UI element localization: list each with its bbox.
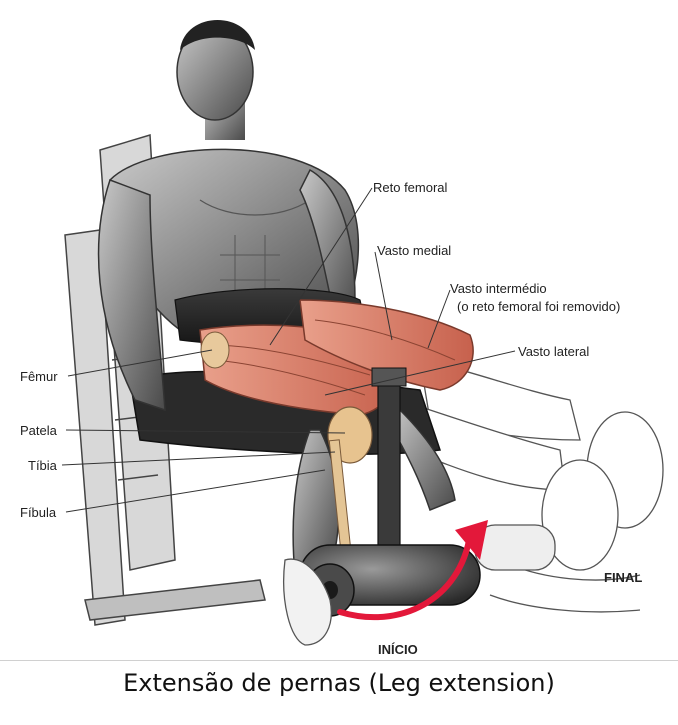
label-vasto-lateral: Vasto lateral [518,344,590,359]
femur-bone [200,331,230,369]
label-fibula: Fíbula [20,505,57,520]
lower-legs [292,408,456,576]
leader-lines [61,187,516,513]
caption-bar: Extensão de pernas (Leg extension) [0,660,678,725]
final-position-legs [399,359,664,613]
motion-arrow [337,520,488,621]
label-tibia: Tíbia [28,458,57,473]
label-vasto-intermedio-note: (o reto femoral foi removido) [457,299,621,314]
left-sneaker [283,558,332,646]
label-final: FINAL [604,570,643,585]
caption: Extensão de pernas (Leg extension) [123,669,555,697]
label-vasto-intermedio: Vasto intermédio [450,281,547,296]
label-patela: Patela [20,423,57,438]
label-inicio: INÍCIO [378,642,418,657]
right-arm [97,179,166,412]
label-vasto-medial: Vasto medial [377,243,452,258]
head [176,20,255,140]
machine-lever [371,367,407,586]
leg-extension-illustration [61,20,664,646]
label-reto-femoral: Reto femoral [373,180,448,195]
thigh-muscles [199,299,474,416]
label-femur: Fêmur [20,369,58,384]
